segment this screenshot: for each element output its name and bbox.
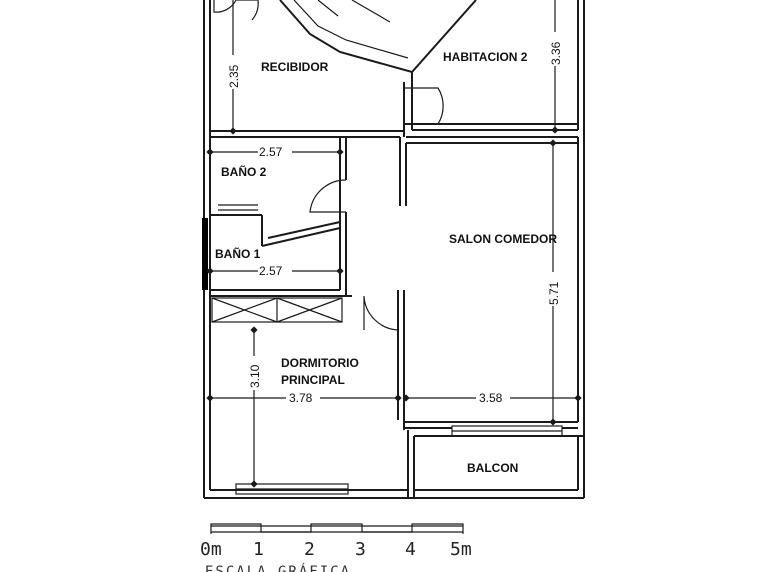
room-label-dormitorio: DORMITORIO bbox=[281, 356, 359, 370]
wardrobe bbox=[211, 297, 343, 323]
scale-label-1: 1 bbox=[253, 539, 264, 560]
bathrooms bbox=[202, 137, 347, 297]
interior-walls bbox=[235, 136, 584, 495]
scale-label-5: 5m bbox=[450, 539, 472, 560]
room-label-principal: PRINCIPAL bbox=[281, 373, 345, 387]
outer-walls bbox=[203, 0, 585, 499]
dim-bano1-width: 2.57 bbox=[259, 264, 283, 278]
room-label-balcon: BALCON bbox=[467, 461, 518, 475]
room-label-recibidor: RECIBIDOR bbox=[261, 60, 329, 74]
dim-dormitorio-height: 3.10 bbox=[248, 364, 262, 388]
graphic-scale bbox=[210, 523, 464, 534]
room-label-bano-1: BAÑO 1 bbox=[215, 246, 261, 261]
scale-label-3: 3 bbox=[355, 539, 366, 560]
entry-area bbox=[210, 0, 578, 138]
dim-salon-width: 3.58 bbox=[479, 391, 503, 405]
dim-dormitorio-width: 3.78 bbox=[289, 391, 313, 405]
scale-label-4: 4 bbox=[405, 539, 416, 560]
scale-label-0: 0m bbox=[200, 539, 222, 560]
room-label-bano-2: BAÑO 2 bbox=[221, 164, 267, 179]
dim-recibidor-height: 2.35 bbox=[227, 64, 241, 88]
room-label-habitacion-2: HABITACION 2 bbox=[443, 50, 528, 64]
dim-bano2-width: 2.57 bbox=[259, 145, 283, 159]
dim-habitacion2-height: 3.36 bbox=[549, 41, 563, 65]
dim-salon-height: 5.71 bbox=[547, 281, 561, 305]
scale-caption: ESCALA GRÁFICA bbox=[205, 563, 351, 572]
room-label-salon-comedor: SALON COMEDOR bbox=[449, 232, 557, 246]
scale-label-2: 2 bbox=[304, 539, 315, 560]
